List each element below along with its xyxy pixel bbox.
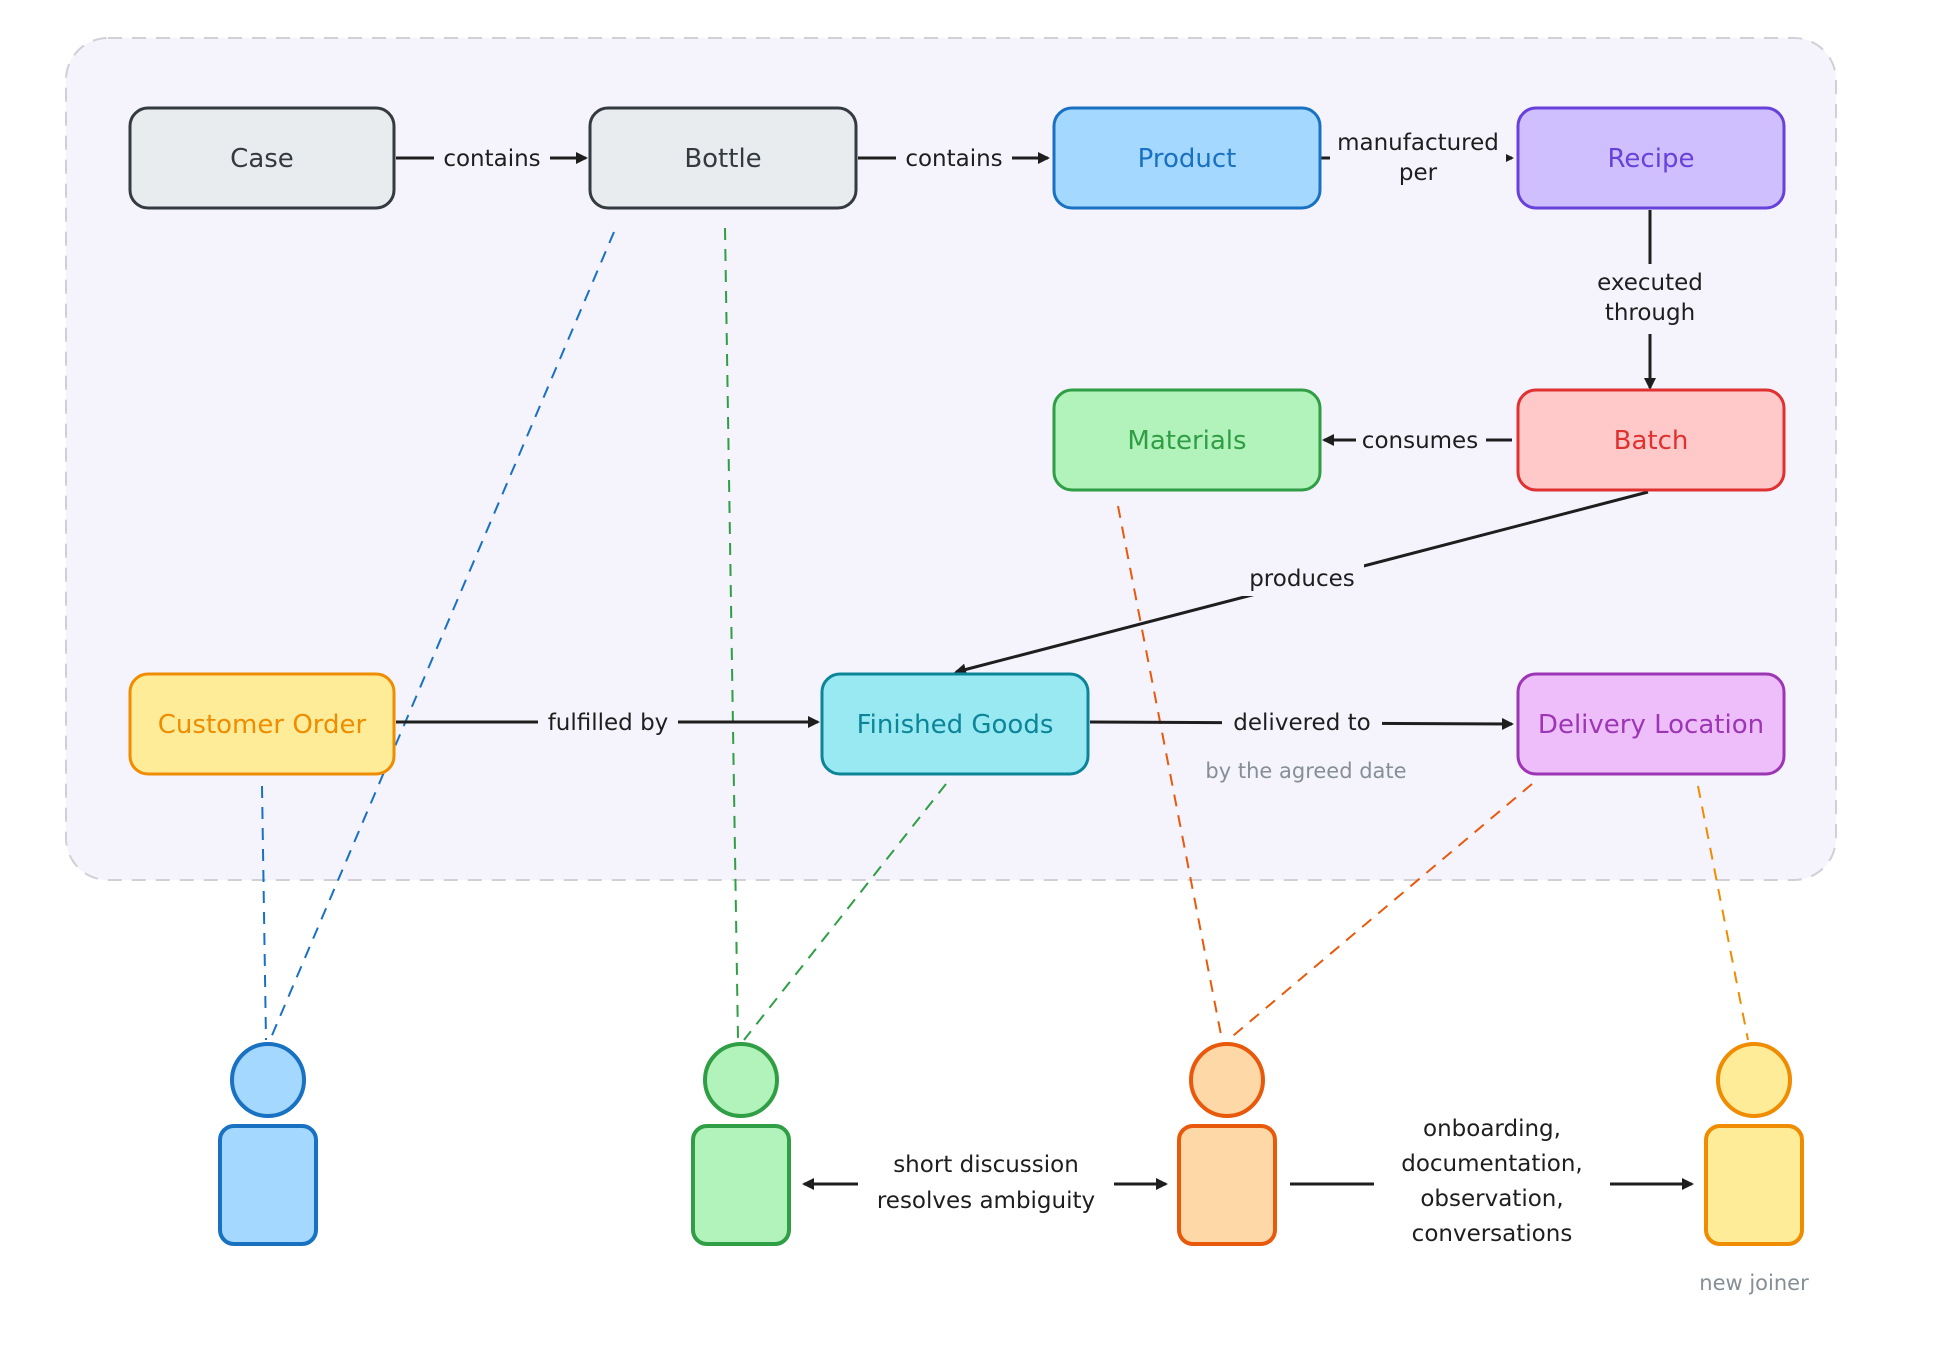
person-orange-head (1189, 1042, 1265, 1118)
conversation-label-orange-yellow-1: onboarding, (1423, 1116, 1561, 1142)
link-green-bottle (724, 227, 739, 1041)
person-orange-body (1177, 1124, 1277, 1246)
person-yellow-head (1716, 1042, 1792, 1118)
edge-note-agreed-date: by the agreed date (1205, 759, 1406, 783)
node-recipe[interactable]: Recipe (1516, 106, 1786, 210)
person-orange (1177, 1042, 1277, 1246)
node-delivery-location-label: Delivery Location (1538, 710, 1764, 740)
link-orange-delivery (1227, 783, 1533, 1041)
node-case-label: Case (230, 144, 294, 174)
person-yellow-body (1704, 1124, 1804, 1246)
edge-label-case-bottle: contains (443, 146, 540, 172)
link-blue-order (261, 785, 267, 1041)
node-case[interactable]: Case (128, 106, 396, 210)
node-batch[interactable]: Batch (1516, 388, 1786, 492)
edge-label-recipe-batch-2: through (1605, 300, 1695, 326)
node-finished-goods[interactable]: Finished Goods (820, 672, 1090, 776)
node-batch-label: Batch (1614, 426, 1689, 456)
node-product[interactable]: Product (1052, 106, 1322, 210)
conversation-label-orange-yellow-4: conversations (1412, 1221, 1573, 1247)
person-blue-head (230, 1042, 306, 1118)
person-yellow (1704, 1042, 1804, 1246)
edge-label-batch-materials: consumes (1362, 428, 1478, 454)
conversation-label-green-orange-1: short discussion (893, 1152, 1079, 1178)
person-blue-body (218, 1124, 318, 1246)
link-orange-materials (1117, 505, 1223, 1041)
domain-frame (65, 37, 1837, 881)
edge-label-product-recipe-2: per (1399, 160, 1438, 186)
person-green-body (691, 1124, 791, 1246)
edge-label-batch-finished: produces (1249, 566, 1355, 592)
node-customer-order[interactable]: Customer Order (128, 672, 396, 776)
node-materials-label: Materials (1127, 426, 1246, 456)
link-yellow-delivery (1697, 785, 1749, 1041)
person-green-head (703, 1042, 779, 1118)
node-bottle[interactable]: Bottle (588, 106, 858, 210)
person-blue (218, 1042, 318, 1246)
edge-labels: contains contains manufactured per execu… (434, 122, 1714, 783)
conversation-labels: short discussion resolves ambiguity onbo… (858, 1104, 1610, 1256)
conversation-label-orange-yellow-2: documentation, (1401, 1151, 1583, 1177)
conversation-label-orange-yellow-3: observation, (1420, 1186, 1563, 1212)
edge-label-finished-delivery: delivered to (1233, 710, 1370, 736)
node-bottle-label: Bottle (684, 144, 761, 174)
node-customer-order-label: Customer Order (158, 710, 367, 740)
new-joiner-caption: new joiner (1699, 1271, 1809, 1295)
edge-label-order-finished: fulfilled by (548, 710, 669, 736)
edge-label-recipe-batch-1: executed (1597, 270, 1703, 296)
node-delivery-location[interactable]: Delivery Location (1516, 672, 1786, 776)
node-materials[interactable]: Materials (1052, 388, 1322, 492)
edge-label-bottle-product: contains (905, 146, 1002, 172)
node-recipe-label: Recipe (1608, 144, 1695, 174)
ownership-links (261, 227, 1749, 1041)
node-product-label: Product (1138, 144, 1237, 174)
edge-label-product-recipe-1: manufactured (1337, 130, 1499, 156)
node-finished-goods-label: Finished Goods (857, 710, 1054, 740)
conversation-label-green-orange-2: resolves ambiguity (877, 1188, 1095, 1214)
person-green (691, 1042, 791, 1246)
